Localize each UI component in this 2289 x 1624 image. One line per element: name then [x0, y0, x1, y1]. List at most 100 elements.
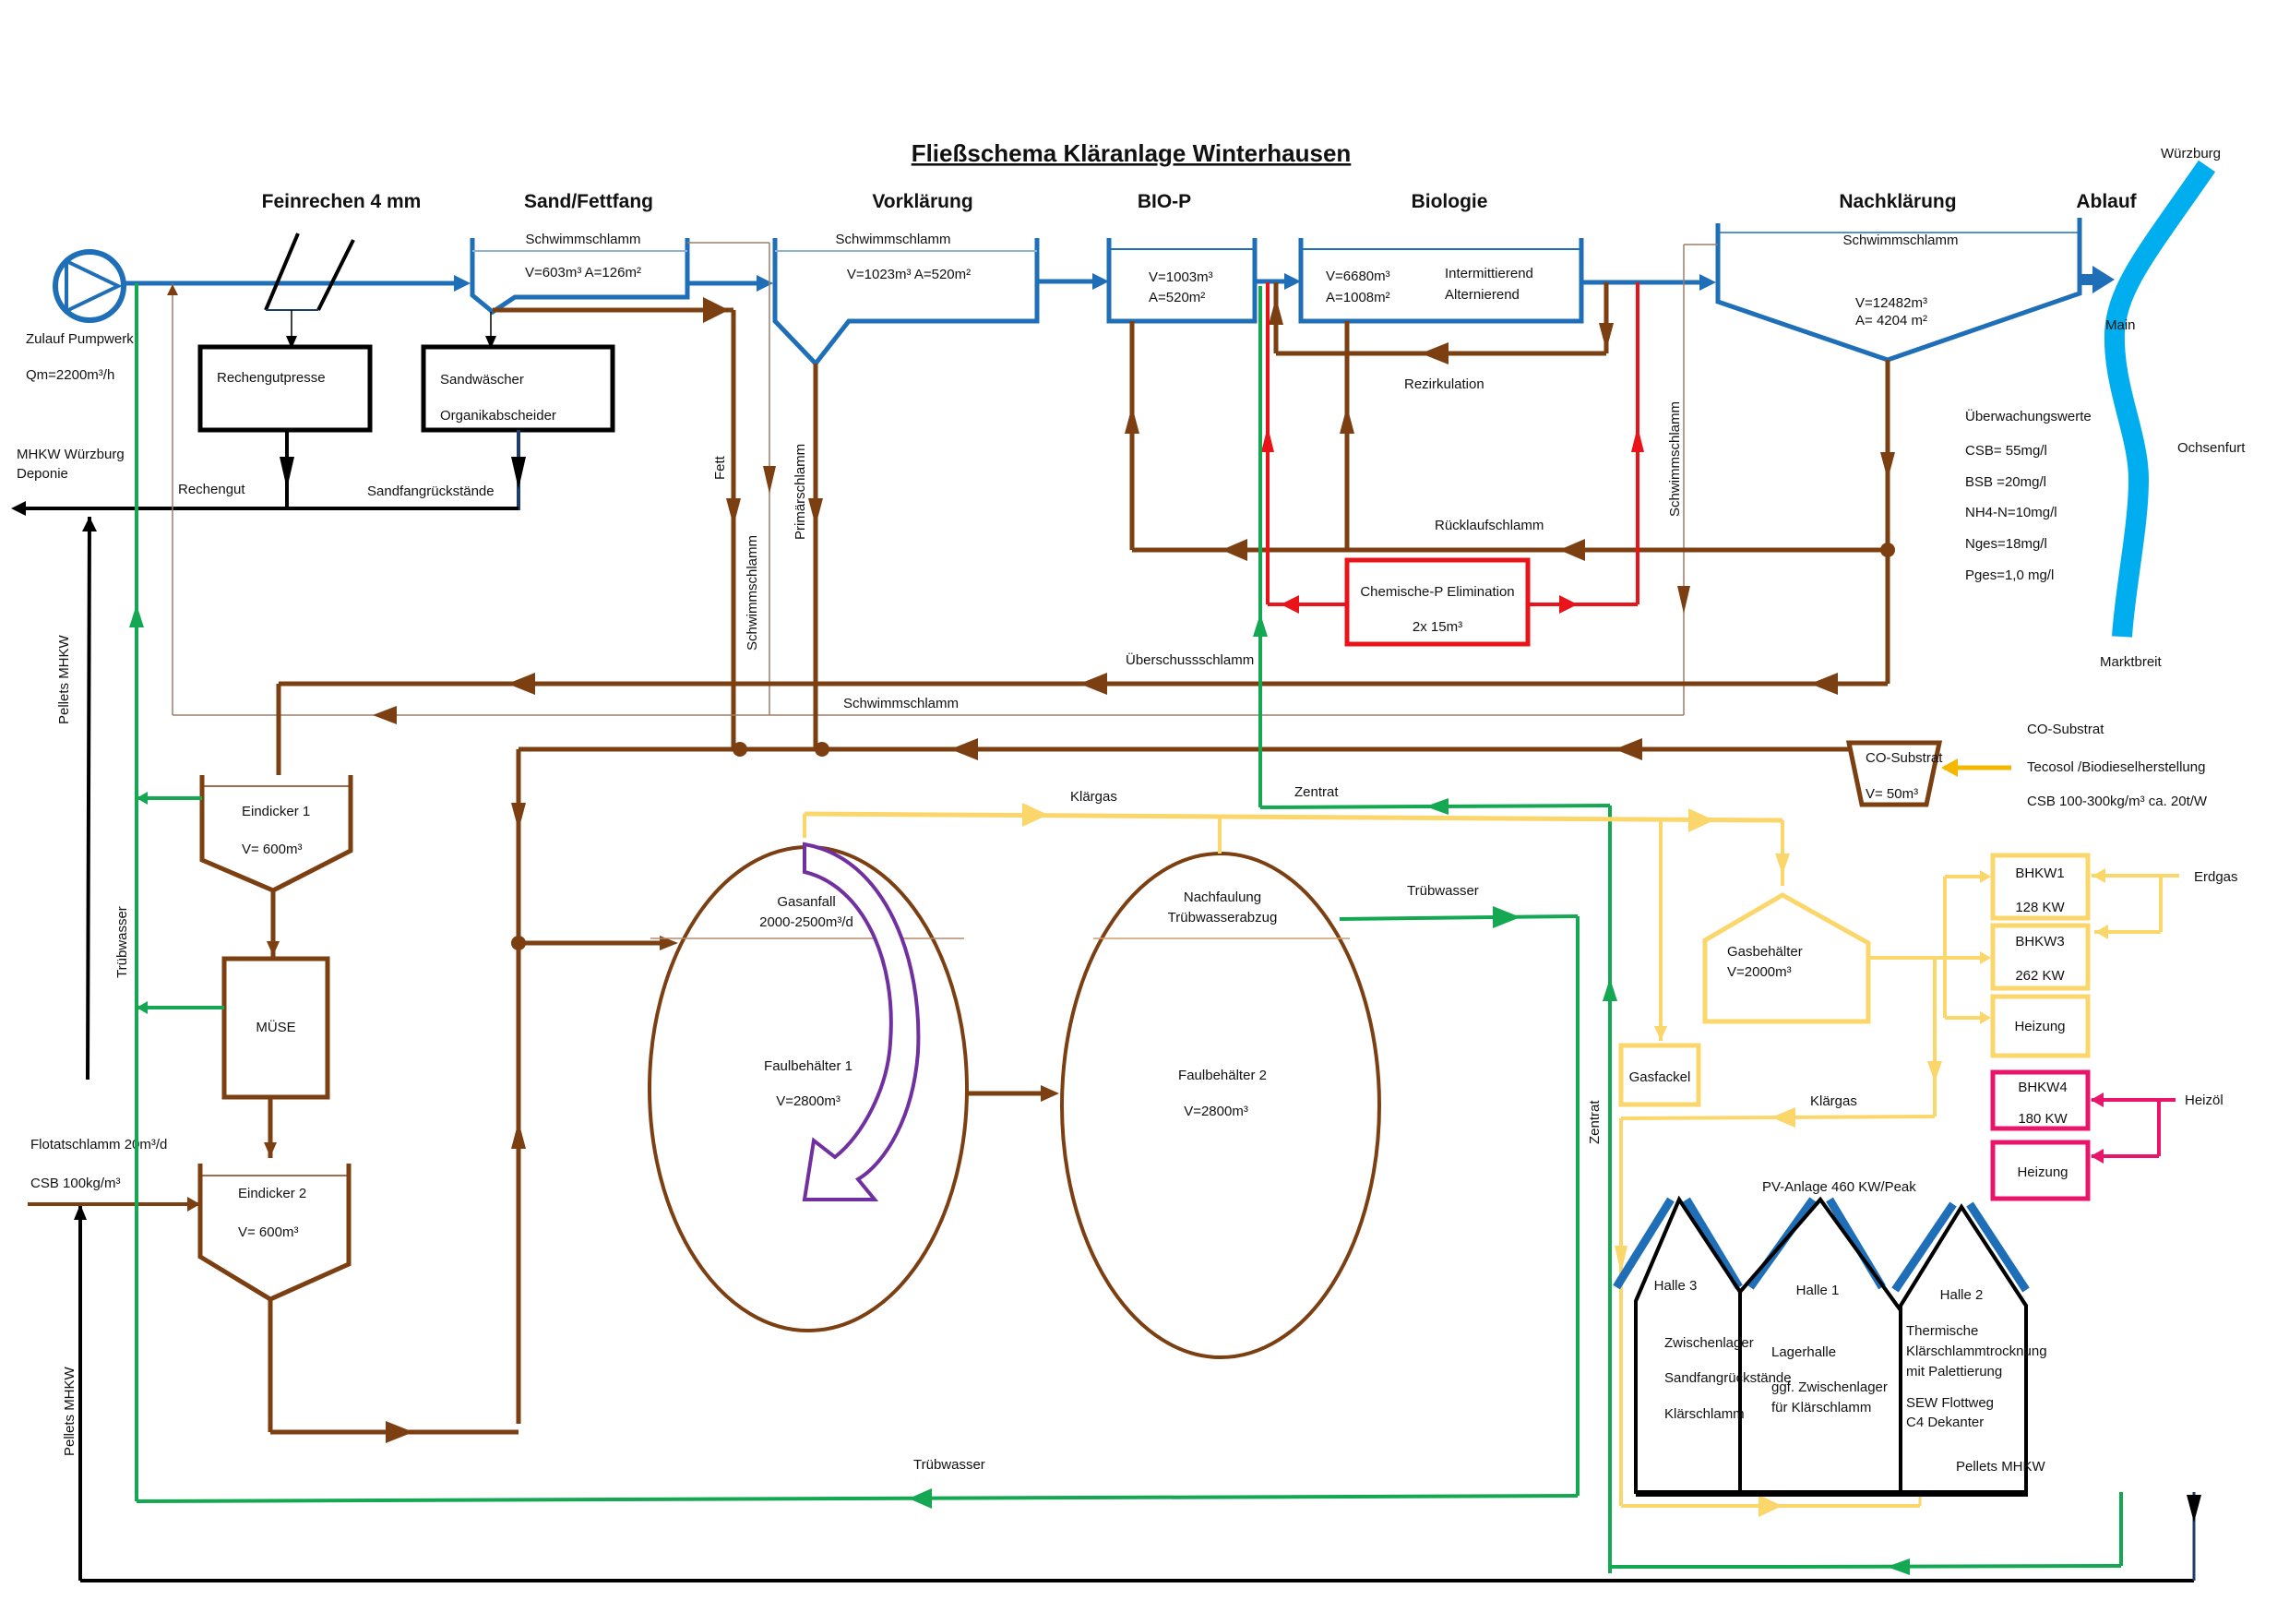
box-heizung-oil[interactable] [1990, 1140, 2091, 1201]
inlet-label: Zulauf Pumpwerk [26, 331, 134, 347]
truebwasser-fb-label: Trübwasser [1407, 883, 1479, 899]
sandwaescher-label: Sandwäscher [440, 372, 524, 388]
box-bhkw4[interactable] [1990, 1069, 2091, 1131]
gasbehaelter-vol: V=2000m³ [1727, 964, 1792, 980]
diagram-title: Fließschema Kläranlage Winterhausen [912, 139, 1352, 167]
box-rechengutpresse[interactable] [197, 344, 373, 433]
heading-vorklaerung: Vorklärung [872, 191, 972, 212]
tank-co-substrat[interactable] [1845, 740, 1943, 807]
biologie-mode1: Intermittierend [1445, 266, 1533, 281]
fb1-gas-label: Gasanfall [777, 894, 835, 910]
halle1-line: Lagerhalle [1771, 1344, 1836, 1360]
co-substrat-vol: V= 50m³ [1866, 786, 1918, 802]
heading-ablauf: Ablauf [2076, 191, 2137, 212]
gas-holder[interactable] [1702, 892, 1871, 1024]
halle3-line: Zwischenlager [1664, 1335, 1754, 1351]
flotat-label-2: CSB 100kg/m³ [30, 1176, 121, 1191]
biologie-spec2: A=1008m² [1326, 290, 1390, 305]
ruecklaufschlamm-label: Rücklaufschlamm [1435, 518, 1544, 533]
inlet-pump[interactable] [53, 249, 126, 323]
pump-triangle [65, 257, 123, 315]
eindicker1-name: Eindicker 1 [242, 804, 310, 819]
halle2-line: SEW Flottweg [1906, 1395, 1994, 1411]
schwimmschlamm-v1-label: Schwimmschlamm [745, 535, 760, 651]
tank-eindicker-1[interactable] [199, 775, 353, 893]
halle2-line: Thermische [1906, 1323, 1978, 1339]
bhkw1-power: 128 KW [2015, 900, 2065, 915]
monitoring-value: CSB= 55mg/l [1965, 443, 2047, 459]
vorklaerung-spec: V=1023m³ A=520m² [847, 267, 971, 282]
bhkw3-power: 262 KW [2015, 968, 2065, 984]
heading-biop: BIO-P [1138, 191, 1191, 212]
biop-spec2: A=520m² [1149, 290, 1205, 305]
box-heizung-gas[interactable] [1990, 994, 2091, 1058]
nachklaerung-top-label: Schwimmschlamm [1842, 233, 1958, 248]
gasfackel-label: Gasfackel [1629, 1069, 1691, 1085]
monitoring-heading: Überwachungswerte [1965, 408, 2092, 424]
schwimmschlamm-v2-label: Schwimmschlamm [1667, 401, 1683, 517]
feinrechen-screen [264, 233, 355, 311]
monitoring-value: BSB =20mg/l [1965, 474, 2046, 490]
box-chemische-p-elimination[interactable] [1344, 557, 1531, 647]
monitoring-value: NH4-N=10mg/l [1965, 505, 2057, 520]
river-marktbreit: Marktbreit [2100, 654, 2163, 670]
pv-label: PV-Anlage 460 KW/Peak [1762, 1179, 1916, 1195]
fb1-name: Faulbehälter 1 [764, 1058, 852, 1074]
heading-feinrechen: Feinrechen 4 mm [262, 191, 422, 212]
pellets-label-bottom: Pellets MHKW [62, 1366, 77, 1456]
deponie-label: Deponie [17, 466, 68, 482]
co-substrate-info-1: CO-Substrat [2027, 722, 2104, 737]
chem-p-title: Chemische-P Elimination [1360, 584, 1514, 600]
halle2-line: C4 Dekanter [1906, 1415, 1984, 1430]
waste-arrow-left [11, 501, 26, 516]
heading-biologie: Biologie [1412, 191, 1488, 212]
bhkw1-name: BHKW1 [2015, 866, 2064, 881]
rechengut-label: Rechengut [178, 482, 245, 497]
tank-vorklaerung[interactable] [772, 238, 1040, 367]
tank-biologie[interactable] [1298, 238, 1584, 324]
co-substrate-info-3: CSB 100-300kg/m³ ca. 20t/W [2027, 794, 2208, 809]
klaergas-low-label: Klärgas [1810, 1093, 1857, 1109]
halle1-line: für Klärschlamm [1771, 1400, 1871, 1415]
heizoel-label: Heizöl [2185, 1093, 2223, 1108]
stage-headings: Feinrechen 4 mm Sand/Fettfang Vorklärung… [262, 191, 2138, 212]
fb2-top2: Trübwasserabzug [1168, 910, 1278, 925]
nachklaerung-spec1: V=12482m³ [1855, 295, 1927, 311]
bhkw3-name: BHKW3 [2015, 934, 2064, 949]
tank-sandfang[interactable] [470, 238, 755, 316]
halle2-line: Klärschlammtrocknung [1906, 1343, 2047, 1359]
erdgas-label: Erdgas [2194, 869, 2238, 885]
river-main [2104, 160, 2216, 638]
flotat-label-1: Flotatschlamm 20m³/d [30, 1137, 167, 1152]
box-muese[interactable] [221, 956, 330, 1100]
sandfang-top-label: Schwimmschlamm [525, 232, 640, 247]
rechengutpresse-label: Rechengutpresse [217, 370, 326, 386]
biologie-spec1: V=6680m³ [1326, 269, 1390, 284]
pv-panel [1891, 1201, 1957, 1293]
pv-panel [1966, 1201, 2030, 1293]
eindicker2-vol: V= 600m³ [238, 1224, 298, 1240]
pellets-line-upper [86, 516, 91, 1081]
box-bhkw3[interactable] [1990, 923, 2091, 991]
chem-p-size: 2x 15m³ [1413, 619, 1462, 635]
klaergas-top-label: Klärgas [1070, 789, 1117, 805]
river-name: Main [2105, 317, 2136, 333]
nachklaerung-spec2: A= 4204 m² [1855, 313, 1927, 328]
bhkw4-power: 180 KW [2018, 1111, 2068, 1127]
zentrat-top-label: Zentrat [1294, 784, 1339, 800]
halle2-line: mit Palettierung [1906, 1364, 2002, 1379]
halle3-name: Halle 3 [1654, 1278, 1698, 1294]
box-gasfackel[interactable] [1618, 1043, 1701, 1107]
pv-panel [1683, 1197, 1743, 1290]
vorklaerung-top-label: Schwimmschlamm [835, 232, 950, 247]
mhkw-label: MHKW Würzburg [17, 447, 125, 462]
halle2-name: Halle 2 [1940, 1287, 1984, 1303]
outflow-arrow [2092, 266, 2115, 293]
halle2-line: Pellets MHKW [1956, 1459, 2046, 1475]
bhkw4-name: BHKW4 [2018, 1080, 2067, 1095]
ueberschussschlamm-label: Überschussschlamm [1126, 651, 1254, 668]
fb2-top1: Nachfaulung [1184, 890, 1261, 905]
box-bhkw1[interactable] [1990, 853, 2091, 921]
truebwasser-bottom-label: Trübwasser [913, 1457, 985, 1473]
